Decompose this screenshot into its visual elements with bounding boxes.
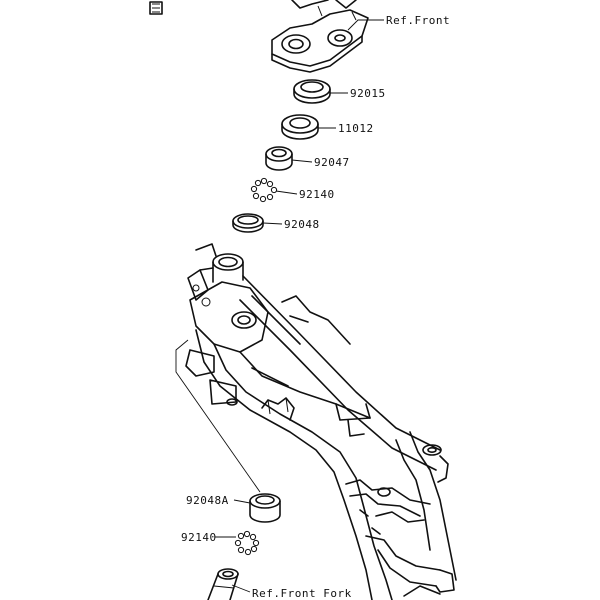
label-ref-front: Ref.Front (386, 14, 450, 27)
leader-lines (175, 19, 384, 593)
label-11012: 11012 (338, 122, 374, 135)
label-92015: 92015 (350, 87, 386, 100)
steering-stem (207, 568, 239, 600)
part-92048a (249, 493, 281, 523)
steering-clamp-upper (271, 0, 369, 73)
part-92015 (293, 79, 331, 104)
label-ref-front-fork: Ref.Front Fork (252, 587, 352, 600)
corner-fragment (149, 1, 163, 15)
part-92048 (232, 213, 264, 233)
bearing-balls-bottom (234, 530, 260, 556)
callout-labels: Ref.Front 92015 11012 92047 92140 92048 … (181, 14, 450, 600)
label-92047: 92047 (314, 156, 350, 169)
part-11012 (281, 114, 319, 140)
bearing-balls-top (250, 177, 278, 203)
motorcycle-frame (185, 243, 457, 600)
label-92048: 92048 (284, 218, 320, 231)
label-92140-bottom: 92140 (181, 531, 217, 544)
label-92048a: 92048A (186, 494, 229, 507)
part-92047 (265, 146, 293, 171)
label-92140-top: 92140 (299, 188, 335, 201)
